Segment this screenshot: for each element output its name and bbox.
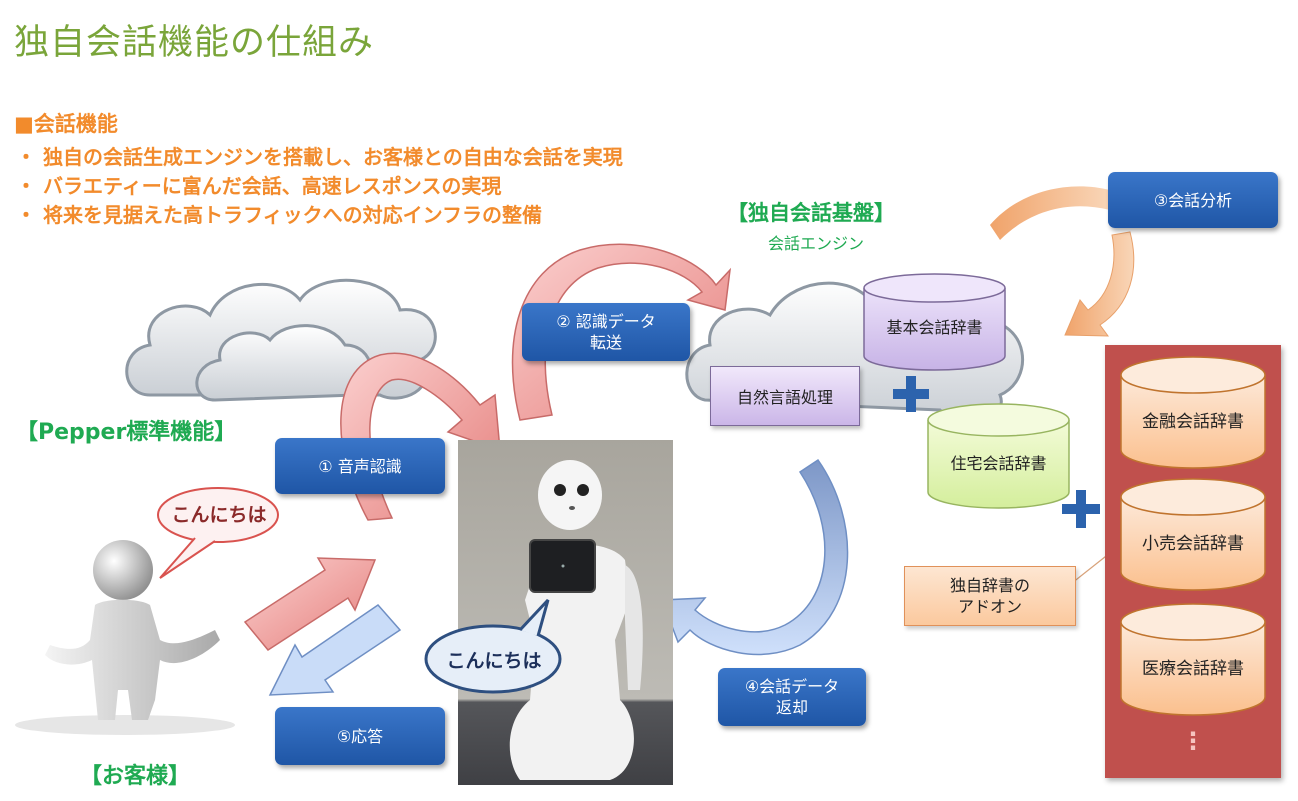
customer-speech-text: こんにちは	[171, 504, 267, 526]
database-icon	[1120, 478, 1266, 591]
addon-callout-line2: アドオン	[957, 597, 1022, 616]
medical-dictionary-cylinder: 医療会話辞書	[1119, 602, 1267, 717]
robot-speech-text: こんにちは	[446, 650, 542, 672]
database-icon	[1120, 356, 1266, 469]
retail-dictionary-label: 小売会話辞書	[1142, 534, 1244, 554]
arrow-step2	[511, 243, 732, 421]
feature-bullet: ・ 独自の会話生成エンジンを搭載し、お客様との自由な会話を実現	[16, 145, 623, 169]
step-4-label-line2: 返却	[775, 698, 808, 717]
more-dictionaries-ellipsis: ⋮	[1181, 727, 1205, 755]
step-5-response: ⑤応答	[275, 707, 445, 765]
robot-speech-bubble	[424, 598, 562, 694]
plus-icon	[1062, 490, 1100, 528]
base-dictionary-label: 基本会話辞書	[886, 318, 983, 337]
step-3-label: ③会話分析	[1153, 190, 1233, 210]
feature-bullet: ・ バラエティーに富んだ会話、高速レスポンスの実現	[16, 174, 502, 198]
customer-label: 【お客様】	[80, 764, 191, 789]
step-1-label: ① 音声認識	[318, 456, 402, 476]
platform-title: 【独自会話基盤】	[727, 201, 895, 225]
addon-dictionary-panel: 金融会話辞書 小売会話辞書 医療会話辞書 ⋮	[1105, 345, 1281, 778]
page-title: 独自会話機能の仕組み	[14, 23, 375, 63]
database-icon	[1120, 603, 1266, 716]
feature-bullet: ・ 将来を見据えた高トラフィックへの対応インフラの整備	[16, 203, 542, 227]
arrow-engine-to-analysis	[990, 186, 1110, 240]
database-icon	[863, 273, 1006, 371]
step-2-label-line1: ② 認識データ	[556, 312, 656, 331]
database-icon	[927, 403, 1070, 509]
step-4-label-line1: ④会話データ	[744, 677, 840, 696]
arrow-customer-to-robot	[243, 557, 377, 651]
step-4-data-return: ④会話データ 返却	[718, 668, 866, 726]
step-1-speech-recognition: ① 音声認識	[275, 438, 445, 494]
pepper-standard-label: 【Pepper標準機能】	[16, 420, 237, 445]
features-heading: ■会話機能	[14, 112, 118, 136]
plus-icon	[893, 376, 929, 412]
arrow-step1	[340, 352, 501, 521]
customer-figure	[15, 540, 235, 735]
step-5-label: ⑤応答	[336, 726, 384, 746]
step-3-conversation-analysis: ③会話分析	[1108, 172, 1278, 228]
step-2-data-transfer: ② 認識データ 転送	[522, 303, 690, 361]
housing-dictionary-label: 住宅会話辞書	[950, 454, 1047, 473]
arrow-robot-to-customer	[268, 604, 402, 696]
pepper-robot-photo	[458, 440, 673, 785]
customer-speech-bubble	[157, 487, 279, 579]
finance-dictionary-label: 金融会話辞書	[1142, 412, 1244, 432]
arrow-analysis-to-addon	[1064, 231, 1135, 337]
addon-callout: 独自辞書の アドオン	[904, 566, 1076, 626]
finance-dictionary-cylinder: 金融会話辞書	[1119, 355, 1267, 470]
arrow-step4	[660, 458, 849, 656]
platform-subtitle: 会話エンジン	[768, 234, 865, 253]
medical-dictionary-label: 医療会話辞書	[1142, 659, 1244, 679]
step-2-label-line2: 転送	[589, 333, 622, 352]
addon-callout-line1: 独自辞書の	[949, 576, 1030, 595]
housing-dictionary-cylinder: 住宅会話辞書	[926, 402, 1071, 510]
nlp-box: 自然言語処理	[710, 366, 860, 426]
base-dictionary-cylinder: 基本会話辞書	[862, 272, 1007, 372]
retail-dictionary-cylinder: 小売会話辞書	[1119, 477, 1267, 592]
